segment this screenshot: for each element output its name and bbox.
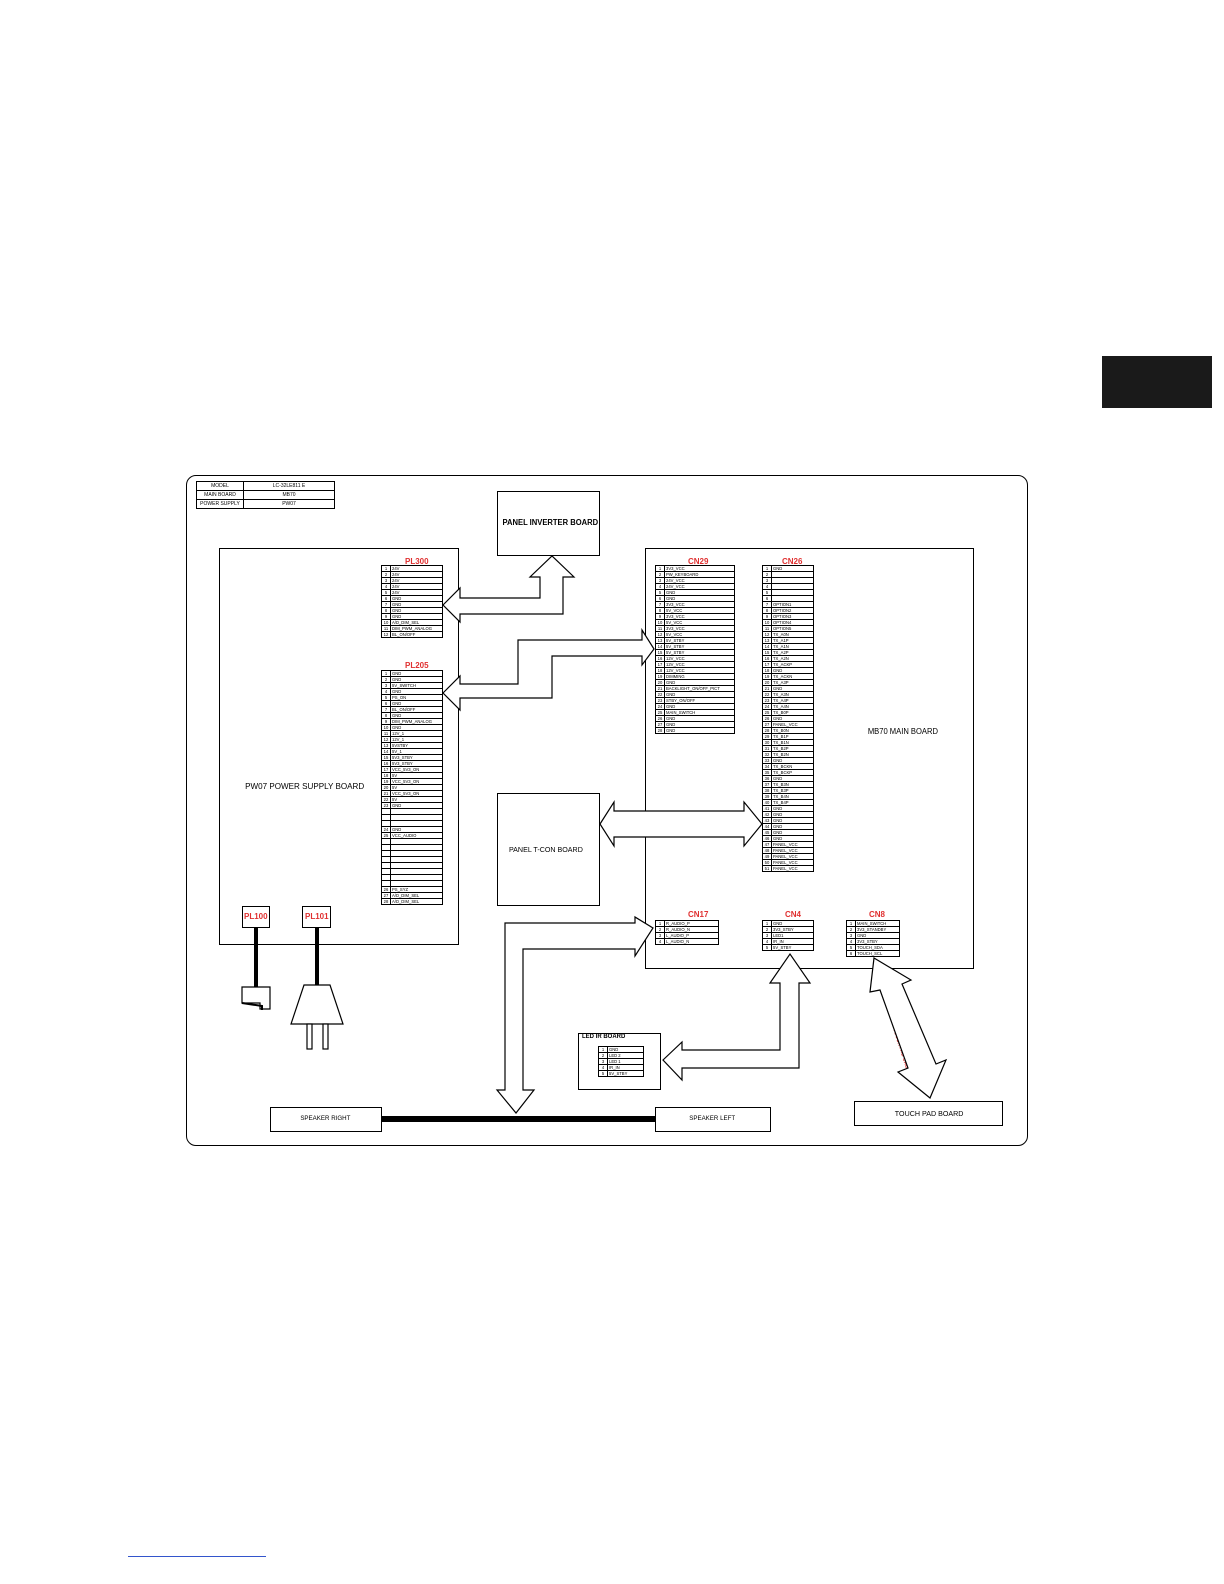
arrow-pl205-cn29 (442, 627, 655, 712)
arrow-tcon-cn26 (599, 799, 763, 849)
pl100-box (242, 906, 270, 928)
pl205-pin-signal: A/D_DIM_SEL (390, 898, 443, 905)
mains-plug-icon (290, 984, 344, 1025)
cn4-label: CN4 (785, 910, 802, 919)
section-tab-block (1102, 356, 1212, 408)
arrow-cn8-touchpad (869, 957, 948, 1099)
model-table-value: PW07 (243, 499, 335, 509)
speaker-left-label: SPEAKER LEFT (689, 1115, 736, 1122)
cn4-pin-signal: 5V_STBY (771, 944, 814, 951)
touch-pad-board (854, 1101, 1003, 1126)
panel-inverter-board-label: PANEL INVERTER BOARD (502, 518, 599, 527)
cn17-pin-signal: L_AUDIO_N (664, 938, 719, 945)
pl100-label: PL100 (244, 912, 268, 921)
speaker-left (655, 1107, 771, 1132)
diagram-frame (186, 475, 1028, 1146)
arrow-cn17-speakers (495, 915, 654, 1114)
plug-pin-left (306, 1023, 313, 1050)
cn29-label: CN29 (688, 557, 709, 566)
speaker-right (270, 1107, 382, 1132)
panel-tcon-board-label: PANEL T-CON BOARD (508, 845, 583, 854)
pl205-label: PL205 (405, 661, 429, 670)
arrow-pl300-inverter (442, 555, 576, 624)
pl101-box (302, 906, 331, 928)
led-ir-board-label: LED IR BOARD (582, 1034, 626, 1040)
power-supply-board-label: PW07 POWER SUPPLY BOARD (245, 781, 365, 791)
speaker-right-label: SPEAKER RIGHT (300, 1115, 351, 1122)
pl300-pin-signal: BL_ON/OFF (390, 631, 443, 638)
cn17-label: CN17 (688, 910, 709, 919)
cn26-pin-signal: PANEL_VCC (771, 865, 814, 872)
cn29-pin-signal: GND (664, 727, 735, 734)
panel-inverter-board (497, 491, 600, 556)
ledir-pin-signal: 5V_STBY (607, 1070, 644, 1077)
footer-link-underline[interactable] (128, 1556, 266, 1557)
cn26-label: CN26 (782, 557, 803, 566)
plug-pin-right (322, 1023, 329, 1050)
main-board-label: MB70 MAIN BOARD (867, 727, 938, 736)
cn8-label: CN8 (869, 910, 886, 919)
arrow-cn4-ledir (662, 952, 812, 1082)
pl101-label: PL101 (305, 912, 329, 921)
pl300-label: PL300 (405, 557, 429, 566)
panel-tcon-board (497, 793, 600, 906)
cn8-pin-signal: TOUCH_SCL (855, 950, 900, 957)
touch-pad-board-label: TOUCH PAD BOARD (894, 1109, 964, 1118)
